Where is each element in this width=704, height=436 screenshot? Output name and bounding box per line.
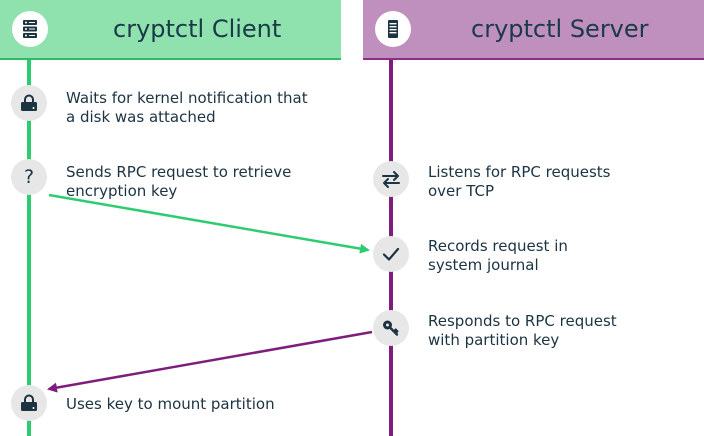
step-4-text: Records request in system journal	[428, 237, 568, 275]
server-rack-icon	[12, 11, 48, 47]
step-2-line-2: encryption key	[66, 182, 178, 200]
client-lifeline	[27, 60, 31, 436]
client-header: cryptctl Client	[0, 0, 341, 60]
step-4-line-1: Records request in	[428, 237, 568, 255]
step-1-line-1: Waits for kernel notification that	[66, 89, 308, 107]
step-5-text: Responds to RPC request with partition k…	[428, 312, 617, 350]
step-3-line-1: Listens for RPC requests	[428, 163, 611, 181]
step-3-line-2: over TCP	[428, 182, 495, 200]
svg-text:?: ?	[24, 166, 34, 188]
disk-lock-icon	[11, 85, 47, 121]
response-arrow	[47, 330, 373, 393]
question-icon: ?	[11, 159, 47, 195]
server-tower-icon	[375, 11, 411, 47]
step-6-line-1: Uses key to mount partition	[66, 395, 275, 413]
disk-lock-icon	[11, 385, 47, 421]
request-arrow	[48, 193, 370, 254]
step-5-line-1: Responds to RPC request	[428, 312, 617, 330]
server-title: cryptctl Server	[471, 15, 649, 43]
step-1-line-2: a disk was attached	[66, 108, 216, 126]
step-1-text: Waits for kernel notification that a dis…	[66, 89, 308, 127]
checkmark-icon	[373, 236, 409, 272]
server-header: cryptctl Server	[363, 0, 704, 60]
step-4-line-2: system journal	[428, 256, 539, 274]
client-title: cryptctl Client	[113, 15, 282, 43]
step-5-line-2: with partition key	[428, 331, 560, 349]
exchange-arrows-icon	[373, 161, 409, 197]
key-icon	[373, 310, 409, 346]
step-3-text: Listens for RPC requests over TCP	[428, 163, 610, 201]
step-6-text: Uses key to mount partition	[66, 395, 275, 414]
step-2-line-1: Sends RPC request to retrieve	[66, 163, 292, 181]
step-2-text: Sends RPC request to retrieve encryption…	[66, 163, 291, 201]
